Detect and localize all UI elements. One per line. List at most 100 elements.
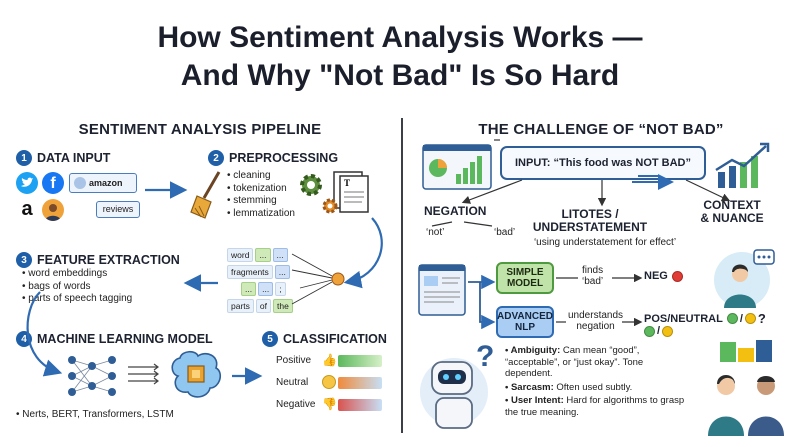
note-text: Often used subtly. (553, 381, 633, 393)
token: ... (255, 248, 271, 262)
token-row: word ... ... (227, 248, 288, 262)
preprocessing-item: stemming (227, 195, 295, 208)
preprocessing-item: tokenization (227, 183, 295, 196)
slash: / (739, 312, 743, 325)
title-line-1: How Sentiment Analysis Works — (157, 21, 643, 54)
challenge-notes: Ambiguity: Can mean “good”, “acceptable”… (505, 345, 693, 420)
neg-result-label: NEG (644, 270, 668, 282)
token: ; (275, 282, 286, 296)
challenge-heading: THE CHALLENGE OF “NOT BAD” (478, 121, 724, 138)
step-label: FEATURE EXTRACTION (37, 253, 180, 267)
feature-item: parts of speech tagging (22, 293, 132, 306)
challenge-arrows (431, 139, 731, 330)
litotes-label: LITOTES / UNDERSTATEMENT (520, 208, 660, 234)
model-caption: • Nerts, BERT, Transformers, LSTM (16, 409, 174, 420)
advanced-desc-line: negation (576, 321, 615, 332)
brain-chip-icon (168, 348, 224, 402)
step-ml-model: 4 MACHINE LEARNING MODEL (16, 331, 213, 347)
note-key: User Intent: (510, 395, 564, 406)
amazon-logo-icon: a (21, 198, 33, 220)
step-label: PREPROCESSING (229, 151, 339, 165)
feature-item: word embeddings (22, 268, 132, 281)
user-avatar-icon (74, 177, 86, 189)
negative-bar (338, 399, 382, 411)
preprocessing-item: cleaning (227, 170, 295, 183)
litotes-description: ‘using understatement for effect’ (533, 237, 677, 248)
trend-chart-icon (712, 140, 772, 190)
center-divider (401, 118, 403, 433)
context-label: CONTEXT & NUANCE (690, 199, 774, 225)
advanced-desc: understands negation (568, 310, 623, 332)
arrows-icon (126, 362, 166, 386)
person-speaking-icon (712, 244, 778, 310)
simple-finds-line: finds (582, 265, 604, 276)
question-mark: ? (757, 311, 766, 326)
screen-icon (418, 264, 466, 322)
thumbs-up-icon: 👍 (322, 353, 337, 367)
green-dot-icon (726, 313, 738, 324)
class-positive-label: Positive (276, 355, 312, 366)
context-line: CONTEXT (703, 198, 761, 212)
token: the (273, 299, 293, 313)
note-key: Sarcasm: (510, 381, 554, 393)
simple-model-line: SIMPLE (506, 267, 544, 278)
dashboard-chart-icon (422, 144, 492, 192)
yellow-dot-icon (662, 325, 674, 337)
step-data-input: 1 DATA INPUT (16, 150, 110, 166)
slash: / (657, 325, 661, 337)
token: ... (272, 248, 288, 262)
title-line-2: And Why "Not Bad" Is So Hard (180, 59, 620, 92)
neg-result: NEG (644, 270, 683, 282)
token-row: fragments ... (227, 265, 290, 279)
document-icon: T (332, 170, 370, 214)
twitter-icon (16, 172, 38, 194)
input-sentence: INPUT: “This food was NOT BAD” (515, 157, 691, 169)
advanced-line: NLP (515, 322, 535, 333)
green-dot-icon (644, 325, 655, 337)
step-number: 2 (208, 150, 224, 166)
note-key: Ambiguity: (510, 345, 561, 356)
neutral-bar (338, 377, 382, 389)
neural-network-icon (66, 350, 118, 402)
token-row: parts of the (227, 299, 293, 313)
preprocessing-item: lemmatization (227, 208, 295, 221)
robot-thinking-icon: ? (418, 336, 504, 436)
token: ... (274, 265, 290, 279)
context-line: & NUANCE (700, 211, 764, 225)
step-label: MACHINE LEARNING MODEL (37, 332, 213, 346)
simple-finds-text: finds ‘bad’ (582, 265, 603, 287)
gear-icon (296, 170, 326, 200)
pipeline-heading: SENTIMENT ANALYSIS PIPELINE (78, 121, 322, 138)
token: word (227, 248, 254, 262)
reviews-chip: reviews (96, 201, 140, 218)
litotes-line: LITOTES / (561, 207, 619, 221)
token: ... (241, 282, 257, 296)
class-neutral-label: Neutral (276, 377, 309, 388)
pos-result: POS/NEUTRAL / ? (644, 311, 766, 326)
neutral-face-icon (322, 375, 336, 389)
svg-text:?: ? (476, 340, 494, 373)
arrow-features-to-model (26, 291, 63, 377)
note-user-intent: User Intent: Hard for algorithms to gras… (505, 395, 693, 418)
step-number: 1 (16, 150, 32, 166)
note-ambiguity: Ambiguity: Can mean “good”, “acceptable”… (505, 345, 693, 380)
preprocessing-list: cleaning tokenization stemming lemmatiza… (227, 170, 295, 220)
class-negative-label: Negative (276, 399, 316, 410)
feature-node-icon (331, 272, 345, 286)
token: ... (258, 282, 274, 296)
negation-label: NEGATION (424, 204, 487, 218)
red-dot-icon (671, 270, 683, 282)
feature-item: bags of words (22, 281, 132, 294)
simple-model-line: MODEL (506, 278, 544, 289)
thumbs-down-icon: 👎 (322, 397, 337, 411)
not-word: ‘not’ (426, 227, 445, 238)
positive-bar (338, 355, 382, 367)
people-conversation-icon (698, 340, 794, 436)
step-label: CLASSIFICATION (283, 332, 387, 346)
note-text: Hard for algorithms to grasp the true me… (505, 395, 685, 418)
facebook-icon: f (42, 172, 64, 194)
step-preprocessing: 2 PREPROCESSING (208, 150, 338, 166)
amazon-label: amazon (89, 178, 123, 188)
